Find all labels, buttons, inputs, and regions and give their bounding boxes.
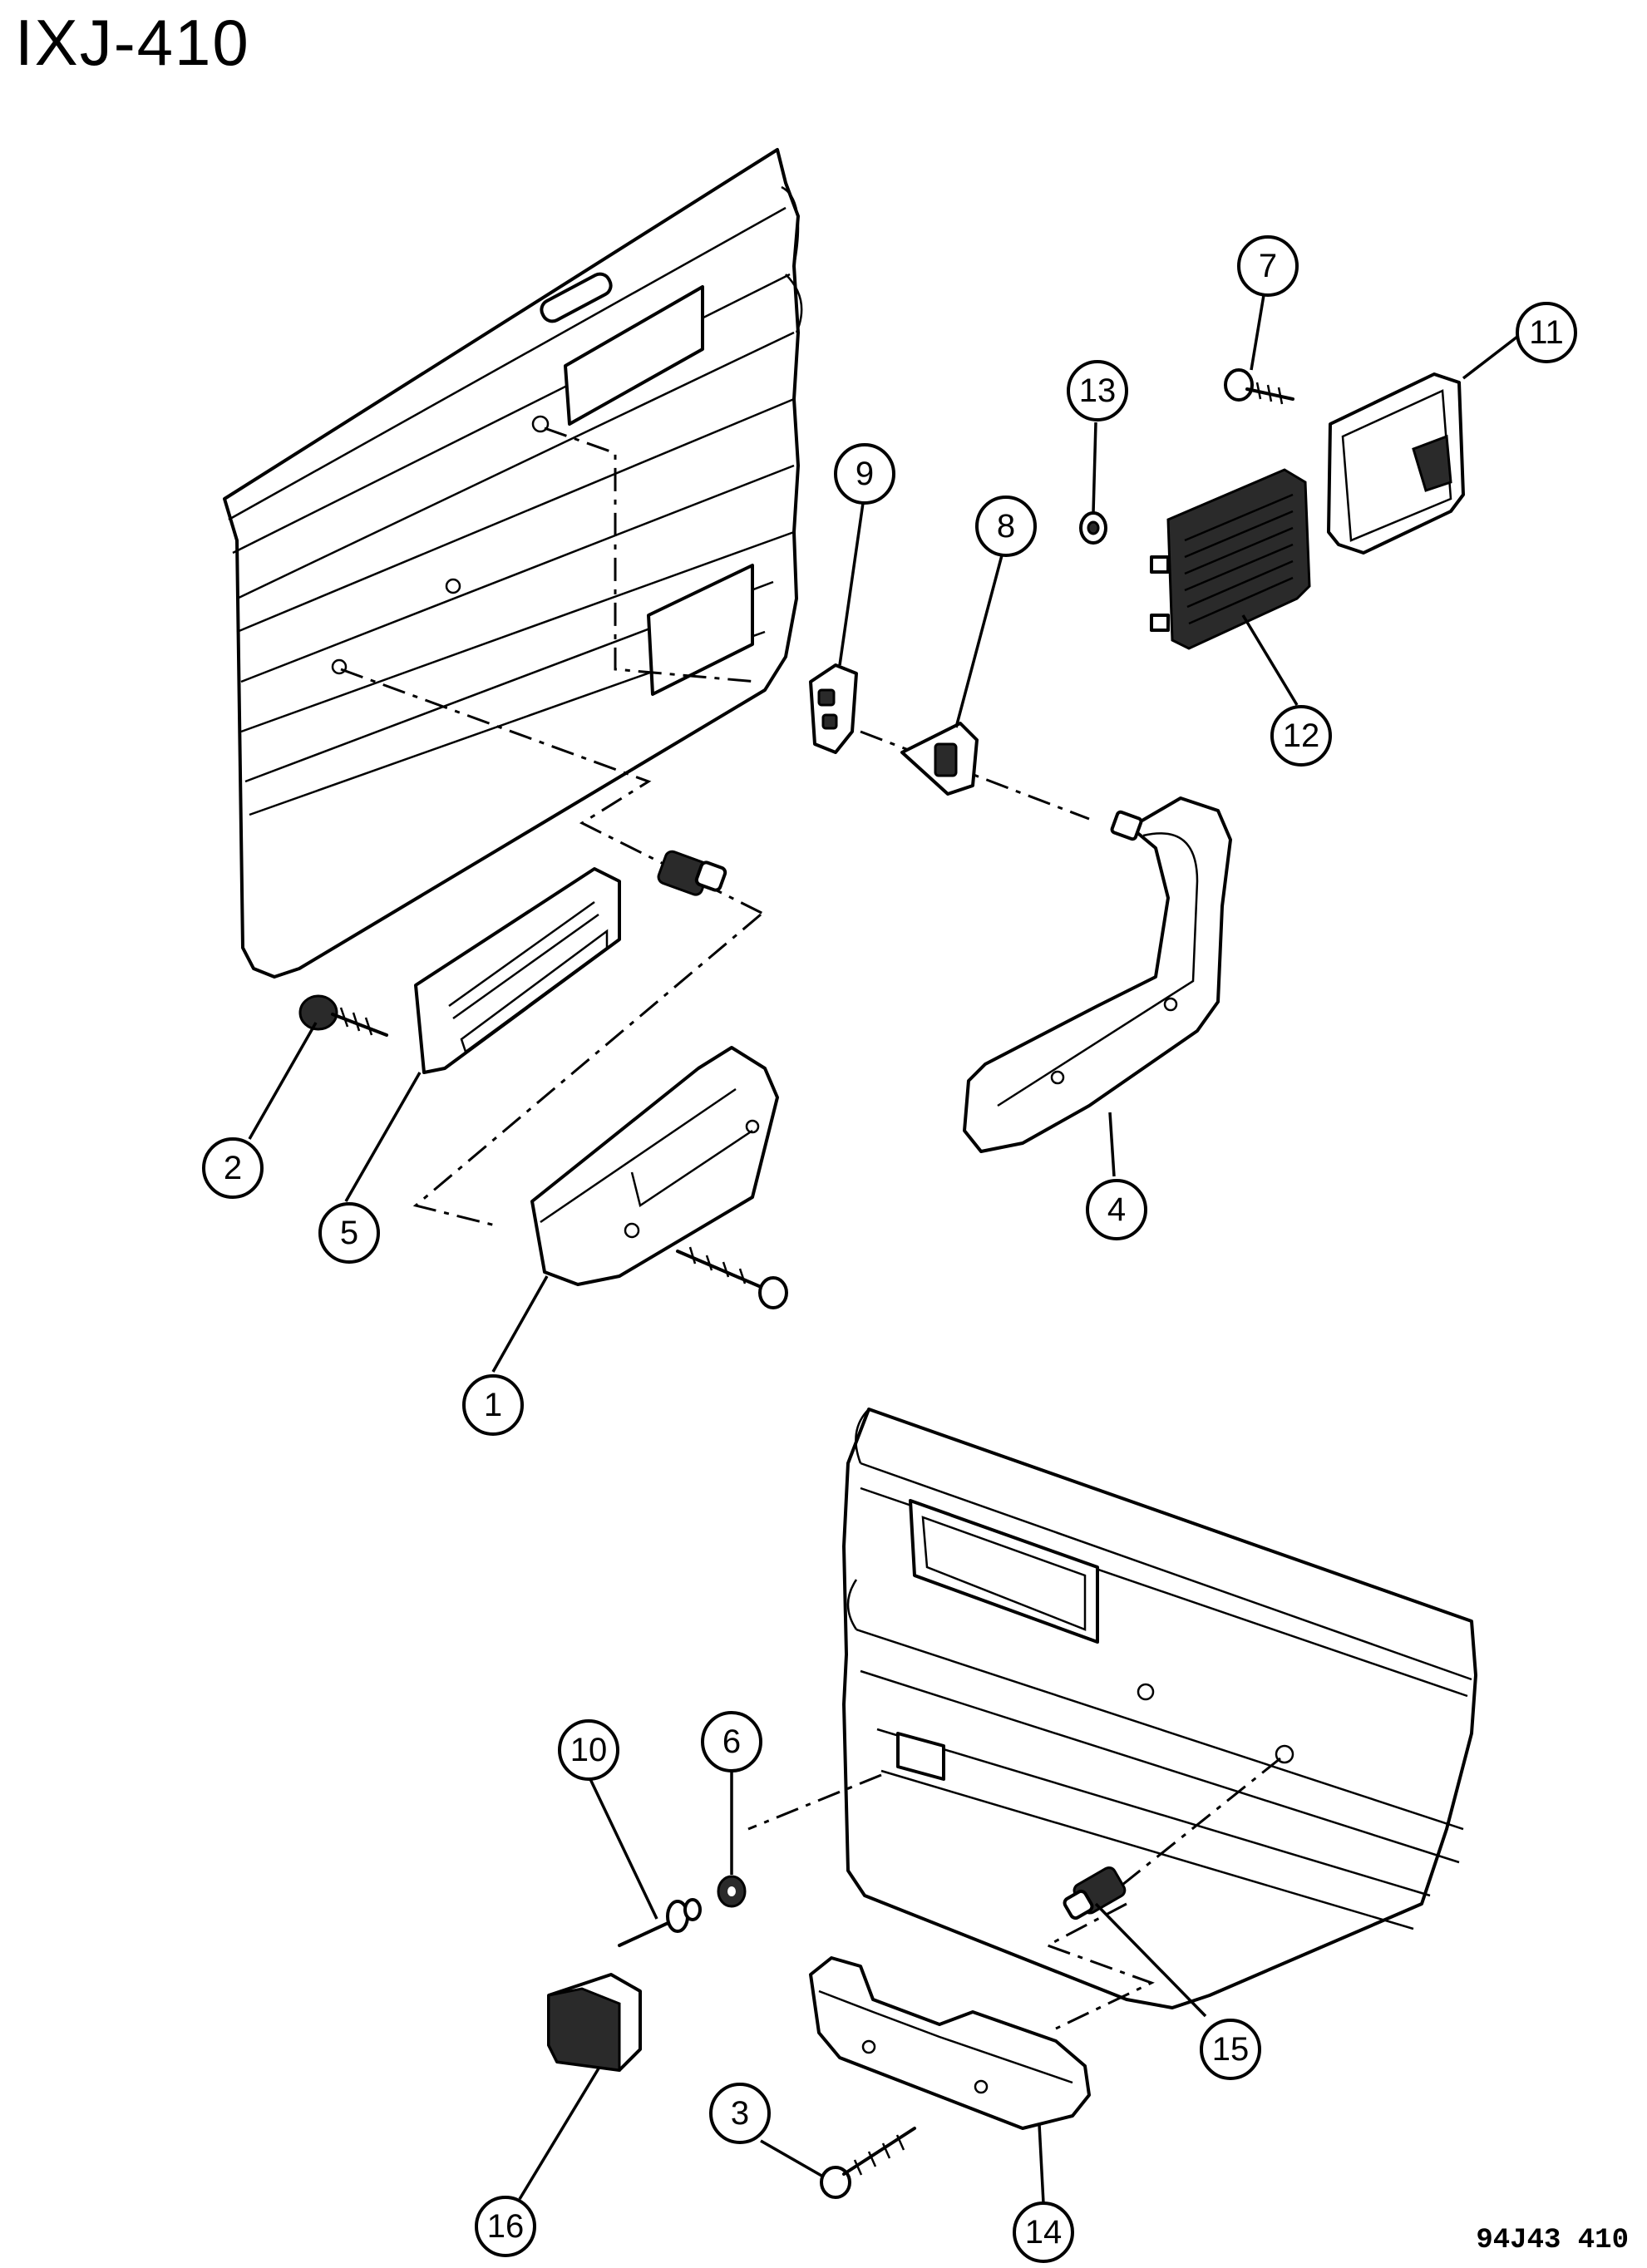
svg-text:1: 1 [484,1387,502,1423]
front-door-trim-panel [223,148,803,979]
part-8-escutcheon [900,722,979,796]
svg-text:14: 14 [1025,2214,1063,2251]
part-4-pull-handle [963,796,1232,1153]
svg-text:7: 7 [1259,248,1277,284]
callout-8: 8 [975,496,1037,557]
callout-10: 10 [558,1719,619,1781]
svg-text:11: 11 [1529,314,1564,351]
part-14-rear-armrest [809,1956,1091,2130]
svg-text:9: 9 [856,456,874,492]
part-10-lock-rod [618,1898,702,1947]
callout-9: 9 [834,443,895,505]
callout-15: 15 [1200,2019,1261,2080]
callout-14: 14 [1013,2201,1074,2263]
callout-1: 1 [462,1374,524,1436]
svg-text:2: 2 [224,1150,242,1186]
svg-text:10: 10 [570,1732,608,1768]
callout-16: 16 [475,2196,536,2257]
armrest-screw [676,1246,788,1309]
callout-13: 13 [1067,360,1128,422]
callout-11: 11 [1516,302,1577,363]
power-switch-upper [657,850,727,896]
callout-4: 4 [1086,1179,1147,1240]
svg-text:8: 8 [997,508,1015,545]
callout-7: 7 [1237,235,1299,297]
callout-5: 5 [318,1202,380,1264]
svg-text:3: 3 [731,2095,749,2132]
callout-2: 2 [202,1137,264,1199]
svg-text:12: 12 [1283,717,1320,754]
part-5-switch-bezel [414,867,621,1074]
part-3-screw [820,2127,916,2199]
svg-text:15: 15 [1212,2031,1250,2068]
part-16-lock-knob [547,1973,642,2072]
part-9-retainer-clip [809,663,858,754]
part-2-screw [298,994,388,1037]
figure-title: IXJ-410 [15,6,250,79]
part-11-speaker-cover [1327,372,1465,555]
svg-text:4: 4 [1107,1191,1126,1228]
svg-text:6: 6 [722,1723,741,1760]
drawing-code: 94J43 410 [1476,2225,1629,2256]
svg-text:13: 13 [1079,372,1117,409]
part-6-washer [717,1875,747,1908]
part-12-speaker-grille [1150,468,1311,650]
part-1-armrest [530,1046,779,1286]
svg-text:16: 16 [487,2208,525,2245]
part-15-power-switch [1063,1866,1127,1920]
callout-6: 6 [701,1711,762,1772]
callout-12: 12 [1270,705,1332,767]
svg-text:5: 5 [340,1215,358,1251]
part-7-screw [1224,368,1294,405]
rear-door-trim-panel [842,1408,1477,2009]
callout-3: 3 [709,2083,771,2144]
